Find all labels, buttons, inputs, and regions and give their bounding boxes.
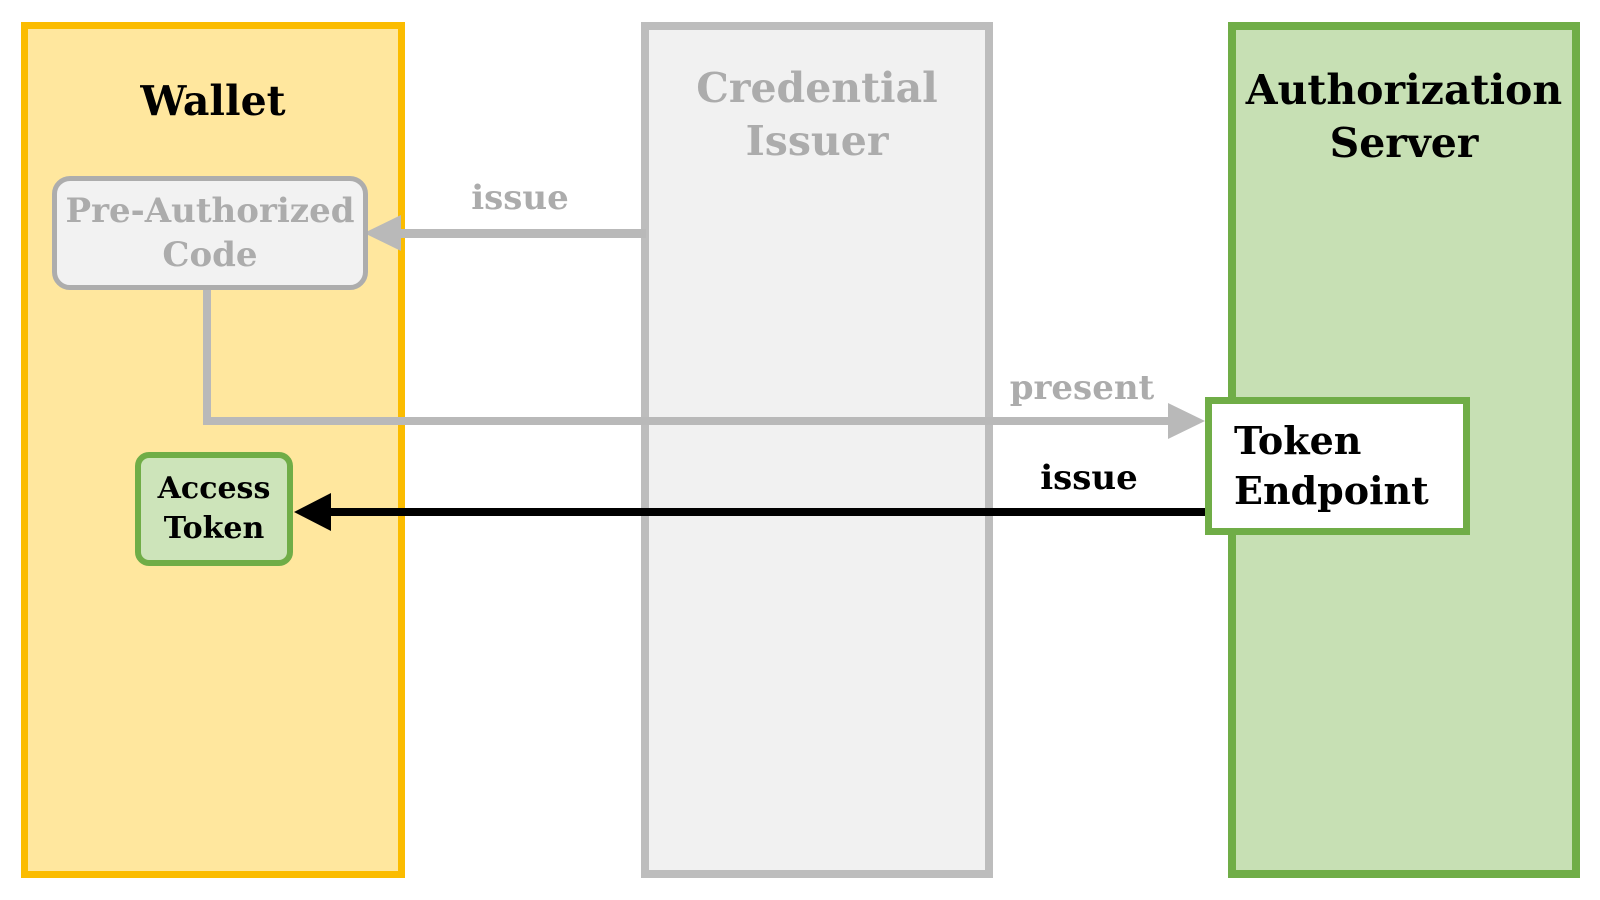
issue-pre-authorized-code-arrow-line: [400, 229, 646, 238]
issue-access-token-arrowhead-icon: [294, 493, 331, 531]
credential-issuer-column: Credential Issuer: [641, 22, 993, 878]
token-endpoint-node: Token Endpoint: [1205, 397, 1470, 535]
wallet-column-title: Wallet: [140, 77, 286, 125]
issue-pre-authorized-code-arrow-label: issue: [471, 178, 569, 218]
issue-pre-authorized-code-arrowhead-icon: [364, 215, 401, 251]
wallet-column: Wallet: [21, 22, 405, 878]
pre-authorized-code-node: Pre-Authorized Code: [52, 176, 368, 290]
credential-issuer-column-title: Credential Issuer: [696, 64, 938, 165]
present-arrow-line: [203, 417, 1169, 425]
access-token-node: Access Token: [135, 452, 293, 566]
access-token-node-label: Access Token: [157, 471, 271, 546]
authorization-server-column-title: Authorization Server: [1245, 66, 1563, 167]
token-endpoint-node-label: Token Endpoint: [1234, 418, 1429, 513]
present-arrow-label: present: [1009, 368, 1155, 408]
issue-access-token-arrow-label: issue: [1040, 458, 1138, 498]
present-arrowhead-icon: [1168, 403, 1205, 439]
issue-access-token-arrow-line: [330, 508, 1205, 516]
pre-authorized-code-node-label: Pre-Authorized Code: [65, 191, 355, 275]
present-arrow-vertical-stem: [203, 287, 211, 425]
